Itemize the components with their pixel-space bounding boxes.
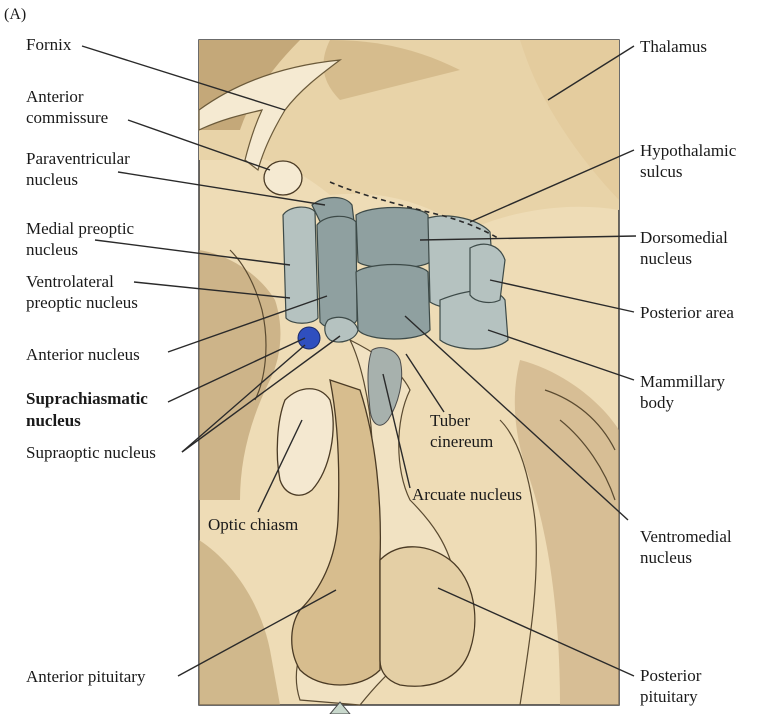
label-suprachiasmatic-line1: Suprachiasmatic xyxy=(26,388,148,409)
label-ventromedial-line1: Ventromedial xyxy=(640,526,732,547)
label-medial-preoptic-line1: Medial preoptic xyxy=(26,218,134,239)
label-ventromedial-line2: nucleus xyxy=(640,547,692,568)
label-posterior-pituitary-line2: pituitary xyxy=(640,686,698,707)
label-paraventricular-line1: Paraventricular xyxy=(26,148,130,169)
label-tuber-cinereum-line1: Tuber xyxy=(430,410,470,431)
label-optic-chiasm: Optic chiasm xyxy=(208,514,298,535)
label-anterior-pituitary: Anterior pituitary xyxy=(26,666,145,687)
label-mammillary-line1: Mammillary xyxy=(640,371,725,392)
label-anterior-commissure-line1: Anterior xyxy=(26,86,84,107)
label-supraoptic-nucleus: Supraoptic nucleus xyxy=(26,442,156,463)
label-mammillary-line2: body xyxy=(640,392,674,413)
panel-letter: (A) xyxy=(4,6,26,24)
label-hypothalamic-sulcus-line1: Hypothalamic xyxy=(640,140,736,161)
label-ventrolateral-line1: Ventrolateral xyxy=(26,271,114,292)
illustration-panel xyxy=(199,40,619,714)
suprachiasmatic-nucleus-marker xyxy=(298,327,320,349)
label-medial-preoptic-line2: nucleus xyxy=(26,239,78,260)
label-paraventricular-line2: nucleus xyxy=(26,169,78,190)
label-posterior-area: Posterior area xyxy=(640,302,734,323)
label-ventrolateral-line2: preoptic nucleus xyxy=(26,292,138,313)
label-posterior-pituitary-line1: Posterior xyxy=(640,665,701,686)
label-anterior-nucleus: Anterior nucleus xyxy=(26,344,140,365)
label-dorsomedial-line1: Dorsomedial xyxy=(640,227,728,248)
label-tuber-cinereum-line2: cinereum xyxy=(430,431,493,452)
label-dorsomedial-line2: nucleus xyxy=(640,248,692,269)
label-hypothalamic-sulcus-line2: sulcus xyxy=(640,161,683,182)
label-fornix: Fornix xyxy=(26,34,71,55)
label-suprachiasmatic-line2: nucleus xyxy=(26,410,81,431)
label-arcuate-nucleus: Arcuate nucleus xyxy=(412,484,522,505)
label-anterior-commissure-line2: commissure xyxy=(26,107,108,128)
label-thalamus: Thalamus xyxy=(640,36,707,57)
